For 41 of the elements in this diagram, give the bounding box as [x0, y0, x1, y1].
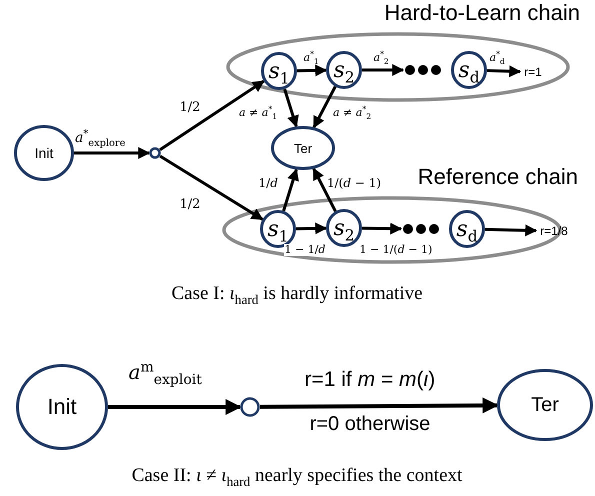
edge-label: 1 − 1/d — [284, 244, 326, 256]
reward-text: r=1 — [520, 64, 546, 80]
state-circle: Init — [16, 364, 108, 450]
edge-label: 1/2 — [178, 198, 202, 212]
junction-circle — [149, 147, 161, 159]
arrow — [108, 399, 242, 415]
edge-label: 1/2 — [178, 101, 202, 116]
arrow — [484, 224, 538, 236]
arrow — [296, 222, 328, 234]
arrow — [296, 64, 328, 76]
state-circle: Init — [14, 125, 74, 181]
state-circle: s$_{2}$ — [326, 209, 362, 247]
edge-label: 1 − 1/(d − 1) — [358, 244, 434, 256]
edge-label: 1/d — [258, 176, 279, 190]
chain-heading: Reference chain — [418, 164, 578, 190]
arrow — [159, 154, 264, 221]
arrow — [486, 65, 522, 78]
arrow — [260, 397, 499, 414]
arrow — [159, 80, 265, 151]
junction-circle — [240, 397, 260, 417]
chain-heading: Hard-to-Learn chain — [384, 0, 580, 26]
arrow — [74, 147, 150, 159]
ellipsis-dots — [403, 64, 443, 76]
reward-text: r=1/8 — [536, 223, 572, 239]
arrow — [283, 88, 299, 128]
arrow — [362, 222, 402, 235]
state-circle: s$_{1}$ — [261, 52, 297, 90]
state-circle: Ter — [497, 369, 593, 441]
state-circle: s$_{d}$ — [451, 51, 487, 89]
edge-label: 1/(d − 1) — [326, 176, 382, 190]
caption: Case I: ι$_{hard}$ is hardly informative — [171, 283, 423, 305]
arrow — [282, 168, 299, 212]
ellipsis-dots — [401, 223, 441, 235]
edge-note: r=0 otherwise — [310, 413, 430, 436]
arrow — [362, 64, 404, 76]
state-circle: s$_{2}$ — [326, 51, 362, 89]
state-circle: Ter — [271, 126, 335, 170]
state-circle: s$_{d}$ — [449, 210, 485, 248]
caption: Case II: ι ≠ ι$_{hard}$ nearly specifies the context — [132, 465, 462, 487]
edge-label: r=1 if m = m(ι) — [304, 368, 436, 391]
arrow — [312, 86, 337, 128]
